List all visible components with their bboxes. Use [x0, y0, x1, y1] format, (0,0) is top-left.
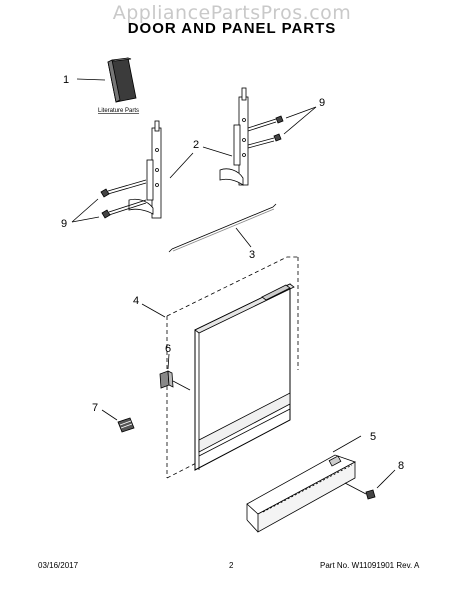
screw-left-upper	[100, 179, 147, 198]
bumper-part	[117, 417, 135, 433]
page-title: DOOR AND PANEL PARTS	[127, 20, 337, 37]
leader-8	[376, 469, 396, 489]
callout-8: 8	[398, 460, 404, 472]
footer-date: 03/16/2017	[38, 561, 79, 570]
literature-parts-label: Literature Parts	[98, 108, 139, 114]
callout-3: 3	[249, 249, 255, 261]
leader-4	[141, 303, 166, 318]
toe-panel	[246, 454, 356, 533]
callout-1: 1	[63, 74, 69, 86]
leader-5	[332, 435, 362, 453]
screw-left-lower	[101, 199, 147, 219]
callout-9-left: 9	[61, 218, 67, 230]
leader-9b-2	[283, 106, 317, 135]
footer-page-number: 2	[229, 561, 234, 570]
screw-right-lower	[247, 133, 282, 149]
leader-7	[101, 409, 118, 421]
callout-9-right: 9	[319, 97, 325, 109]
leader-9a-1	[71, 198, 99, 223]
hinge-right	[219, 87, 249, 186]
screw-right-upper	[247, 115, 284, 132]
door-panel	[194, 283, 295, 471]
callout-7: 7	[92, 402, 98, 414]
leader-9b-1	[285, 106, 317, 119]
callout-2: 2	[193, 139, 199, 151]
screw-part-8	[344, 482, 376, 500]
literature-booklet	[107, 57, 137, 103]
cable-rod	[168, 203, 277, 253]
clip-part	[159, 370, 191, 391]
footer-part-number: Part No. W11091901 Rev. A	[320, 561, 420, 570]
leader-6	[167, 353, 170, 370]
callout-4: 4	[133, 295, 139, 307]
watermark: AppliancePartsPros.com	[112, 2, 352, 24]
leader-1	[76, 78, 106, 81]
leader-3	[235, 227, 252, 248]
leader-9a-2	[71, 216, 100, 223]
hinge-left	[128, 120, 162, 219]
callout-6: 6	[165, 343, 171, 355]
callout-5: 5	[370, 431, 376, 443]
leader-2b	[169, 152, 194, 179]
leader-2a	[202, 146, 233, 157]
